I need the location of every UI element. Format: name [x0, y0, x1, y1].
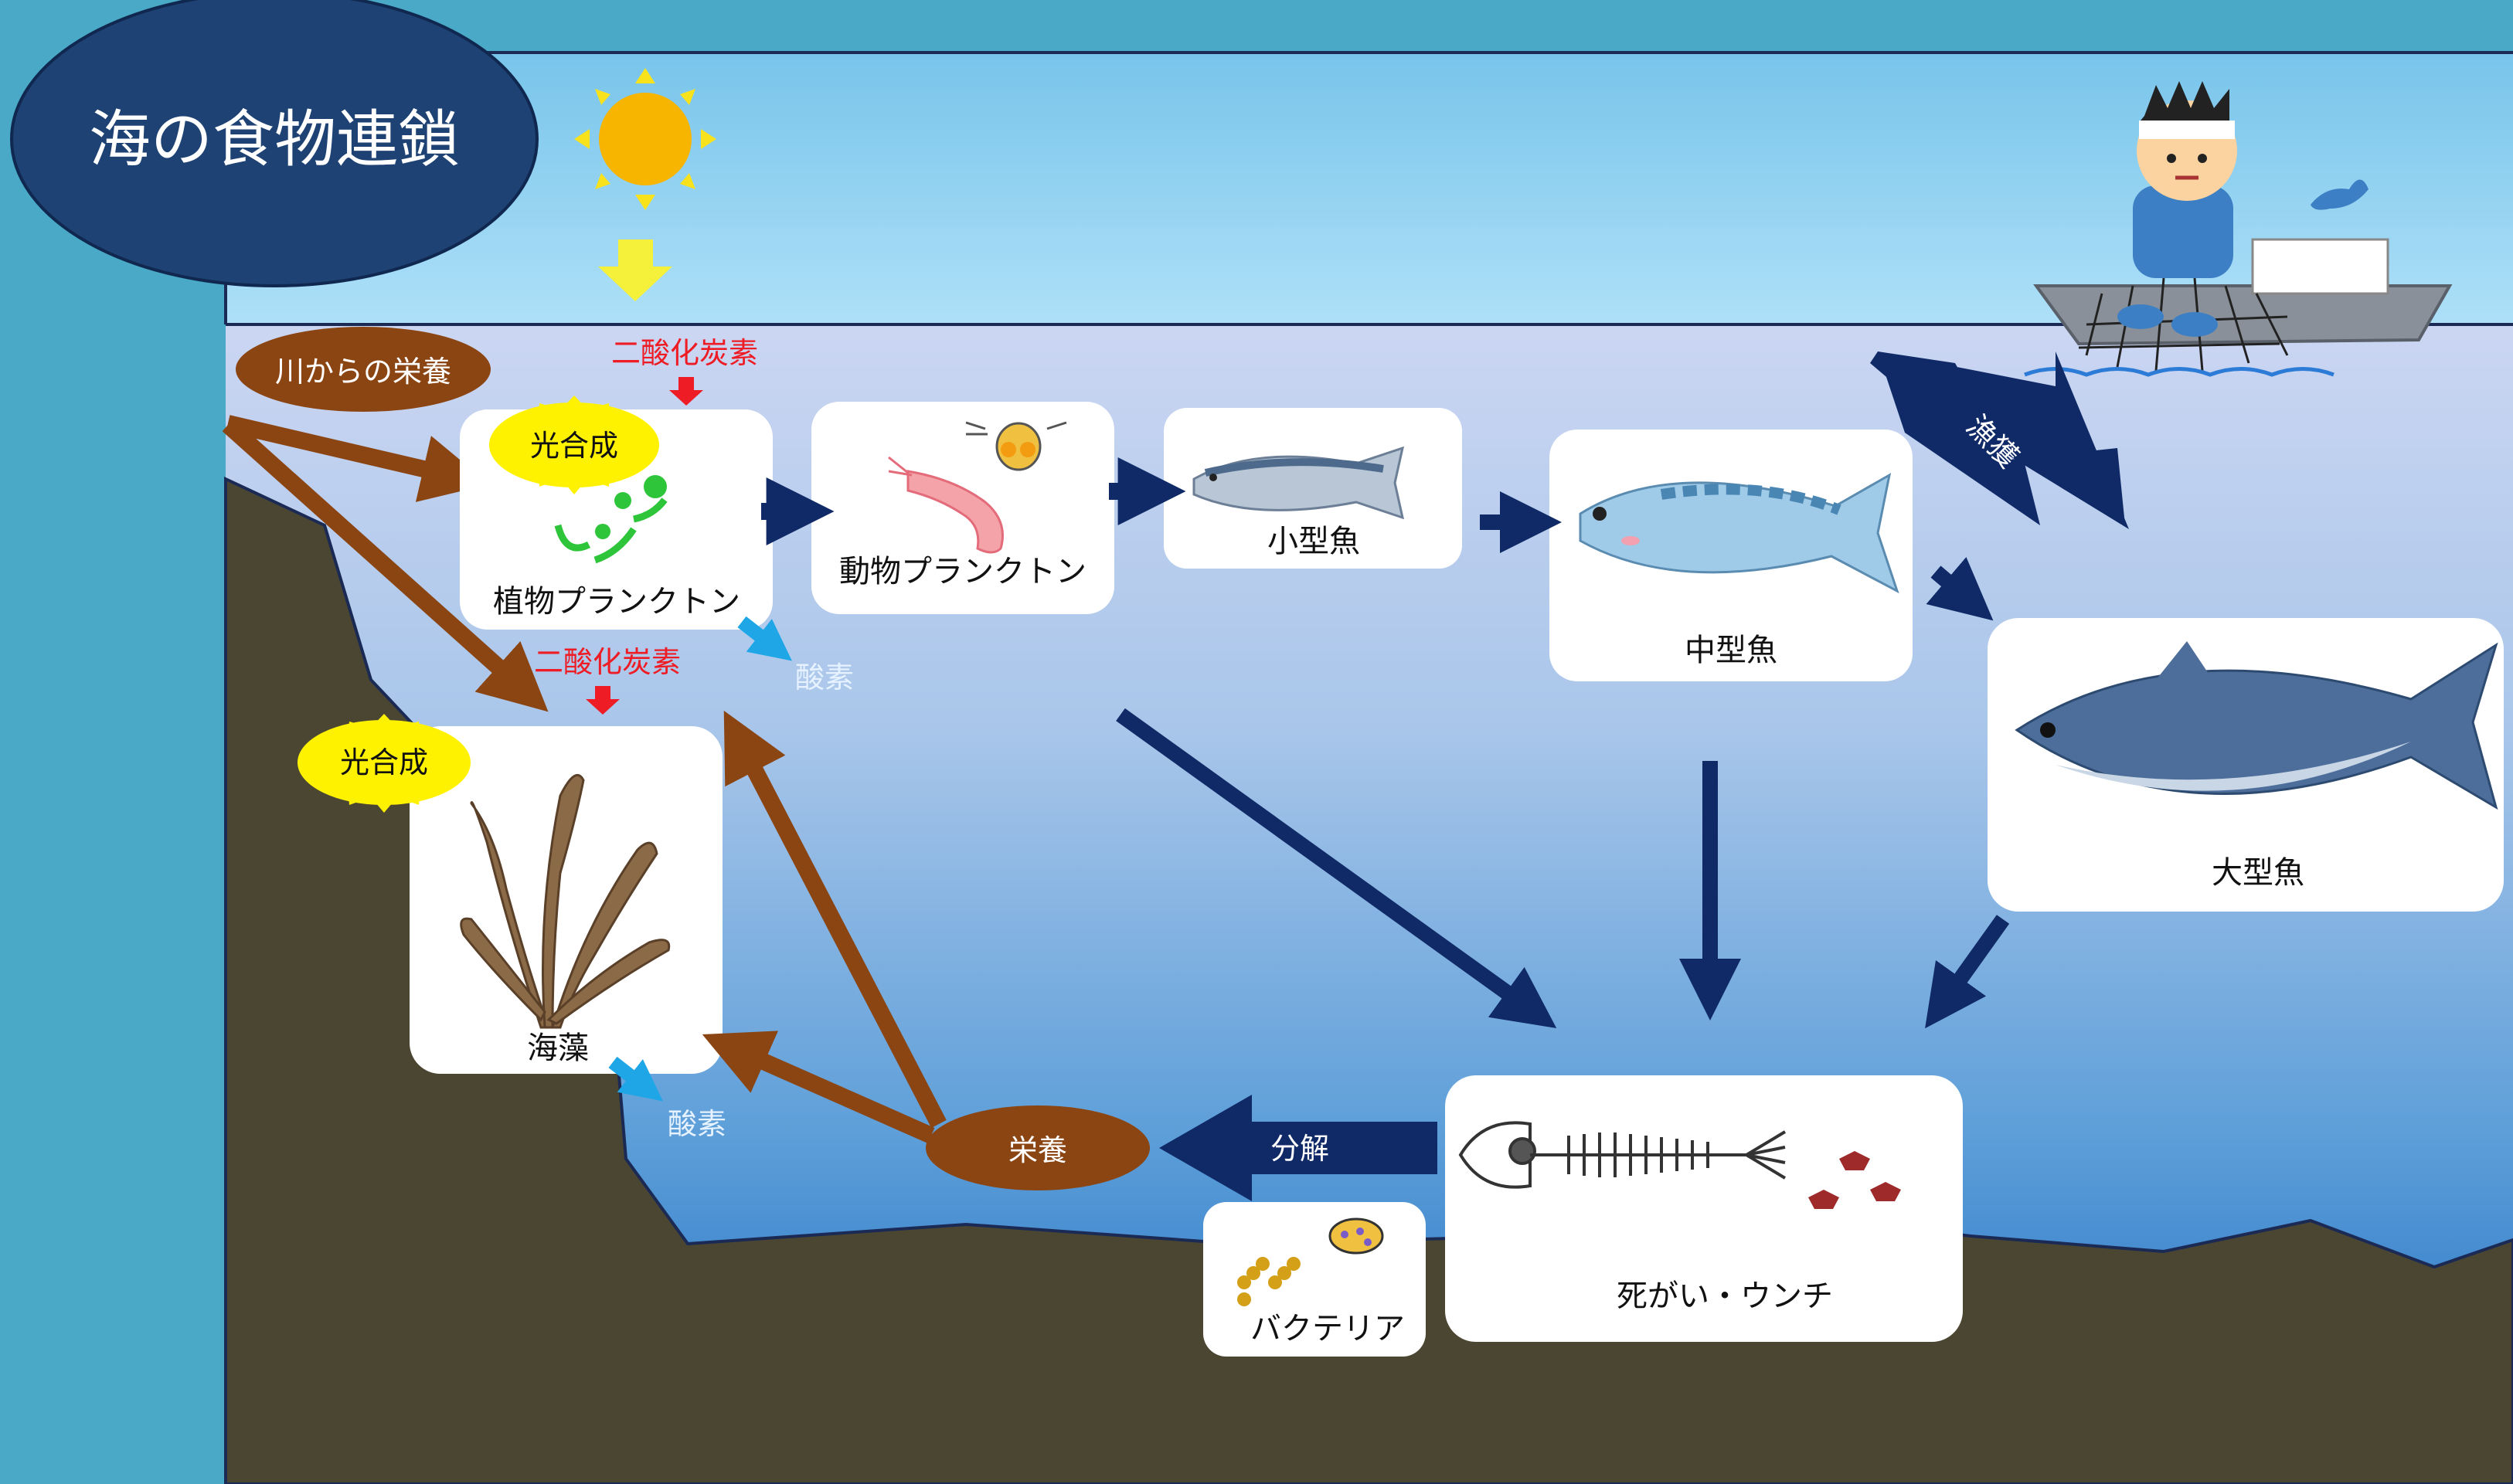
zooplankton-node: 動物プランクトン [811, 402, 1114, 614]
page-title: 海の食物連鎖 [89, 104, 460, 175]
medium-fish-node: 中型魚 [1549, 430, 1913, 681]
decomposition-label: 分解 [1270, 1132, 1329, 1166]
remains-node: 死がい・ウンチ [1445, 1075, 1963, 1342]
photosynthesis-label-mid: 光合成 [340, 745, 428, 779]
seaweed-label: 海藻 [527, 1031, 589, 1066]
small-fish-label: 小型魚 [1267, 524, 1360, 559]
bacteria-node: バクテリア [1203, 1202, 1426, 1357]
oxygen-label-mid: 酸素 [668, 1107, 726, 1141]
phytoplankton-label: 植物プランクトン [493, 584, 740, 620]
large-fish-node: 大型魚 [1988, 618, 2504, 912]
co2-label-top: 二酸化炭素 [611, 336, 758, 370]
bacteria-label: バクテリア [1250, 1311, 1405, 1346]
small-fish-node: 小型魚 [1164, 408, 1462, 569]
zooplankton-label: 動物プランクトン [839, 554, 1086, 589]
oxygen-label-top: 酸素 [795, 660, 854, 694]
photosynthesis-label-top: 光合成 [530, 429, 618, 463]
co2-label-mid: 二酸化炭素 [534, 645, 681, 679]
river-nutrients-label: 川からの栄養 [275, 355, 451, 389]
remains-label: 死がい・ウンチ [1617, 1279, 1833, 1314]
nutrients-label: 栄養 [1008, 1133, 1067, 1167]
large-fish-label: 大型魚 [2212, 855, 2304, 891]
medium-fish-label: 中型魚 [1685, 633, 1777, 668]
